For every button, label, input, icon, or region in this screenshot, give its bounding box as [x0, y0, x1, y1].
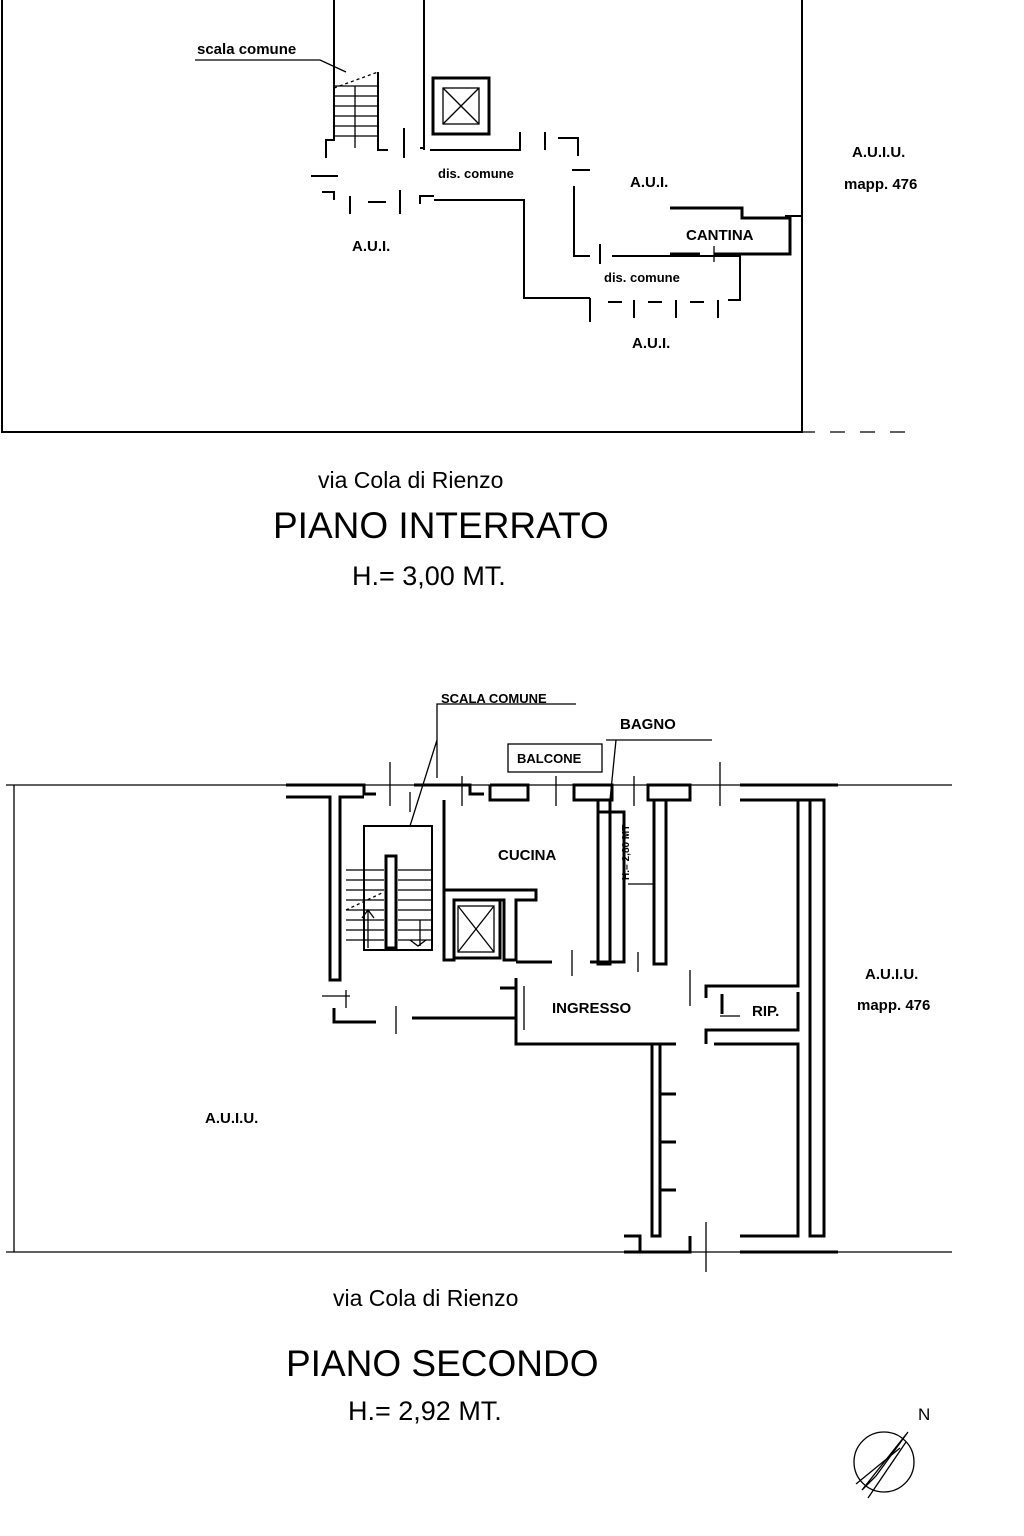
- bathroom-walls: [507, 739, 712, 966]
- plan-height-interrato: H.= 3,00 MT.: [352, 561, 506, 591]
- street-name-secondo: via Cola di Rienzo: [333, 1285, 518, 1311]
- wall-ticks: [322, 762, 721, 1034]
- label-rip: RIP.: [752, 1003, 779, 1020]
- label-bagno: BAGNO: [620, 716, 676, 733]
- label-cucina: CUCINA: [498, 847, 556, 864]
- label-auiu-left: A.U.I.U.: [205, 1110, 258, 1127]
- ingresso-walls: [332, 970, 740, 1252]
- label-aui-bottom: A.U.I.: [632, 335, 670, 352]
- corridor-walls-interrato: [311, 0, 741, 322]
- stair-interrato: [195, 0, 388, 158]
- label-aui-right: A.U.I.: [630, 174, 668, 191]
- label-auiu-interrato: A.U.I.U.: [852, 144, 905, 161]
- street-name-interrato: via Cola di Rienzo: [318, 467, 503, 493]
- label-scala-comune: scala comune: [197, 41, 296, 58]
- right-rooms-walls: [624, 798, 838, 1272]
- label-scala-comune-secondo: SCALA COMUNE: [441, 691, 547, 706]
- label-bagno-height: H.= 2,80 MT: [621, 825, 632, 880]
- label-dis-comune-1: dis. comune: [438, 166, 514, 181]
- label-aui-left: A.U.I.: [352, 238, 390, 255]
- stair-secondo: [345, 703, 576, 951]
- label-ingresso: INGRESSO: [552, 1000, 632, 1017]
- plan-height-secondo: H.= 2,92 MT.: [348, 1396, 502, 1426]
- plan-interrato: scala comune dis. comune dis. comune A.U…: [1, 0, 917, 433]
- label-dis-comune-2: dis. comune: [604, 270, 680, 285]
- label-auiu-right: A.U.I.U.: [865, 966, 918, 983]
- north-label: N: [918, 1405, 930, 1424]
- plan-title-secondo: PIANO SECONDO: [286, 1343, 599, 1384]
- label-cantina: CANTINA: [686, 227, 754, 244]
- facade-top-secondo: [286, 783, 838, 982]
- plan-secondo: SCALA COMUNE BALCONE BAGNO CUCINA H.= 2,…: [6, 691, 952, 1272]
- north-arrow-icon: [853, 1431, 915, 1499]
- kitchen-walls: [442, 800, 626, 964]
- lift-interrato: [431, 76, 491, 136]
- interrato-boundary: [1, 0, 803, 433]
- label-mapp-interrato: mapp. 476: [844, 176, 917, 193]
- label-balcone: BALCONE: [517, 751, 582, 766]
- cantina-room: [670, 206, 792, 262]
- plan-title-interrato: PIANO INTERRATO: [273, 505, 609, 546]
- label-mapp-secondo: mapp. 476: [857, 997, 930, 1014]
